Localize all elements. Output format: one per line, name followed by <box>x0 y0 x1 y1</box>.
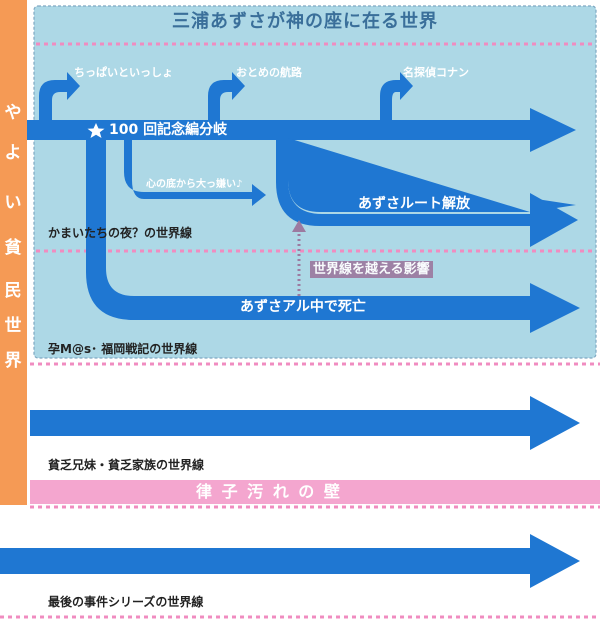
saigo-worldline-arrow <box>0 534 580 588</box>
left-bar-char: 貧 <box>4 238 22 258</box>
chippai-label: ちっぱいといっしょ <box>74 66 173 79</box>
fukuoka-worldline-label: 孕M@s･ 福岡戦記の世界線 <box>48 342 198 356</box>
left-bar-char: 世 <box>4 316 22 336</box>
left-bar-char: 界 <box>4 351 22 371</box>
binbou-worldline-label: 貧乏兄妹・貧乏家族の世界線 <box>48 458 205 472</box>
ritsuko-wall-band <box>30 480 600 504</box>
azusa-death-label: あずさアル中で死亡 <box>240 299 366 315</box>
conan-label: 名探偵コナン <box>403 66 469 79</box>
azusa-route-branch-shaft <box>276 138 532 226</box>
azusa-death-branch-shaft <box>86 140 530 320</box>
kokoro-label: 心の底から大っ嫌い♪ <box>146 179 243 190</box>
anniversary-label: 100 回記念編分岐 <box>109 122 228 138</box>
main-worldline-arrow <box>27 108 576 152</box>
left-bar-char: よ <box>4 143 22 163</box>
cross-influence-arrowhead <box>292 220 306 232</box>
left-bar-title: や よ い 貧 民 世 界 <box>0 0 27 505</box>
kamaitachi-worldline-label: かまいたちの夜？の世界線 <box>48 226 193 240</box>
saigo-worldline-label: 最後の事件シリーズの世界線 <box>48 595 204 609</box>
azusa-route-branch-arrow <box>288 138 576 212</box>
azusa-death-arrowhead <box>530 283 580 333</box>
left-bar-char: 民 <box>4 281 22 301</box>
kokoro-branch-arrow <box>124 138 266 206</box>
conan-branch-arrow <box>380 72 413 122</box>
chippai-branch-arrow <box>39 72 80 122</box>
azusa-route-label: あずさルート解放 <box>358 196 470 212</box>
binbou-worldline-arrow <box>30 396 580 450</box>
left-bar-char: い <box>4 193 22 213</box>
left-bar-char: や <box>4 103 22 123</box>
ritsuko-wall-label: 律 子 汚 れ の 壁 <box>196 482 342 501</box>
otome-label: おとめの航路 <box>236 66 302 79</box>
azusa-route-arrowhead <box>530 193 578 247</box>
otome-branch-arrow <box>208 72 245 122</box>
yayoi-poor-world-bar <box>0 0 27 505</box>
cross-influence-label: 世界線を越える影響 <box>310 261 433 278</box>
region-title: 三浦あずさが神の座に在る世界 <box>172 11 438 32</box>
star-icon <box>87 123 105 138</box>
